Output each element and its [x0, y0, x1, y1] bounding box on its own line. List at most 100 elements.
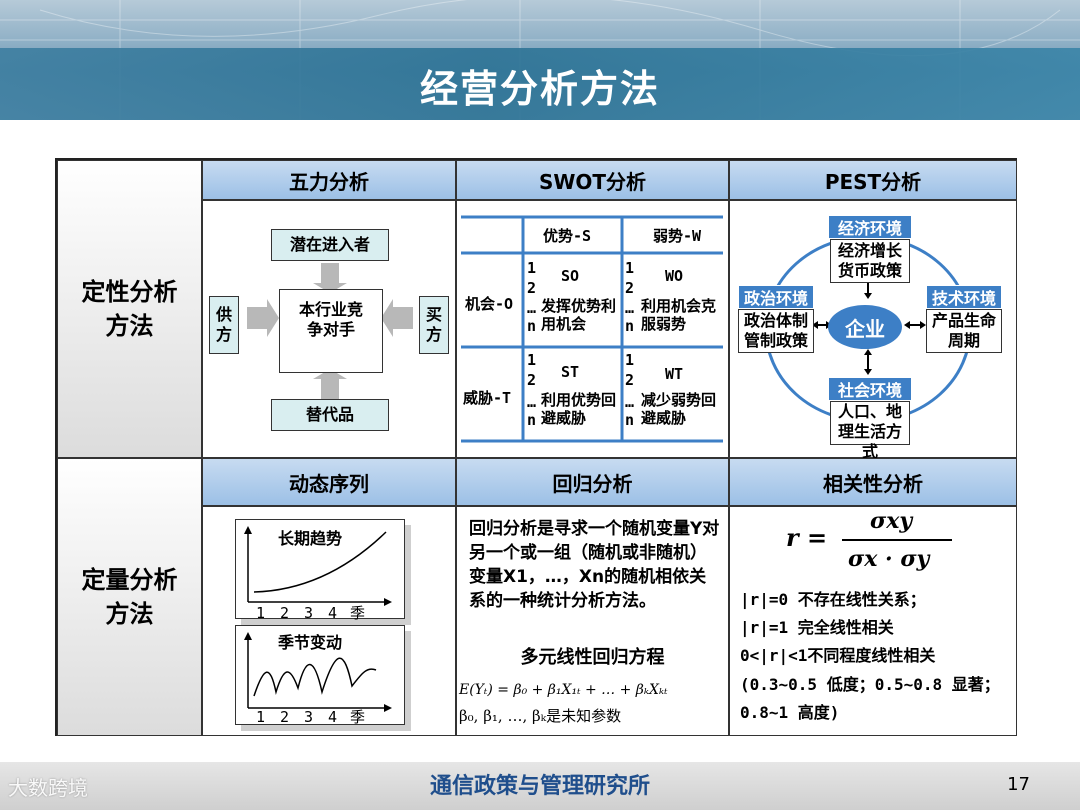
trend-tick-2: 2 — [280, 604, 290, 622]
st-dots: … — [527, 393, 537, 411]
so-title: SO — [561, 267, 580, 285]
pest-political-label: 政治环境 — [738, 285, 814, 309]
competitors-box: 本行业竞争对手 — [279, 289, 383, 373]
trend-title: 长期趋势 — [278, 529, 343, 548]
row-head-qualitative: 定性分析方法 — [57, 160, 202, 458]
footer-bar — [0, 762, 1080, 810]
correlation-line-2: |r|=1 完全线性相关 — [740, 618, 894, 637]
pest-social-label: 社会环境 — [828, 377, 912, 401]
col-head-pest: PEST分析 — [729, 160, 1017, 200]
correlation-denominator: σx · σy — [848, 546, 930, 572]
regression-equation-title: 多元线性回归方程 — [520, 647, 665, 668]
wt-index-n: n — [625, 411, 635, 429]
buyers-box: 买方 — [419, 296, 449, 354]
so-index-2: 2 — [527, 279, 537, 297]
trend-tick-4: 4 — [328, 604, 338, 622]
pest-social-box: 人口、地理生活方式 — [830, 401, 910, 461]
swot-opportunities: 机会-O — [465, 295, 514, 313]
footer-organization: 通信政策与管理研究所 — [429, 774, 650, 799]
methods-table: 定性分析方法 定量分析方法 五力分析 SWOT分析 PEST分析 潜在进入者 本… — [55, 158, 1017, 736]
st-title: ST — [561, 363, 580, 381]
col-head-regression: 回归分析 — [456, 458, 729, 506]
pest-social-text: 人口、地理生活方式 — [837, 402, 902, 461]
pest-diagram: 经济环境 经济增长货币政策 政治环境 政治体制管制政策 企业 技术环境 产品生命… — [729, 200, 1017, 461]
swot-threats: 威胁-T — [463, 389, 512, 407]
swot-weaknesses: 弱势-W — [653, 227, 702, 245]
col-head-correlation: 相关性分析 — [729, 458, 1017, 506]
row-head-quantitative-text: 定量分析方法 — [81, 566, 178, 628]
correlation-r: r = — [786, 523, 828, 552]
pest-political-text: 政治体制管制政策 — [743, 311, 808, 350]
five-forces-arrows — [247, 263, 413, 399]
seasonal-tick-4: 4 — [328, 708, 338, 726]
wo-index-2: 2 — [625, 279, 635, 297]
five-forces-diagram: 潜在进入者 本行业竞争对手 供方 买方 替代品 — [202, 200, 456, 458]
wo-index-n: n — [625, 317, 635, 335]
wt-dots: … — [625, 393, 635, 411]
col-head-five-forces: 五力分析 — [202, 160, 456, 200]
wo-index-1: 1 — [625, 259, 635, 277]
wt-index-2: 2 — [625, 371, 635, 389]
swot-grid — [461, 215, 723, 443]
wt-title: WT — [665, 365, 684, 383]
pest-political-box: 政治体制管制政策 — [738, 309, 814, 353]
seasonal-tick-3: 3 — [304, 708, 314, 726]
trend-tick-3: 3 — [304, 604, 314, 622]
trend-tick-season: 季 — [350, 604, 366, 622]
col-head-swot: SWOT分析 — [456, 160, 729, 200]
fraction-bar — [842, 539, 952, 541]
page-title: 经营分析方法 — [419, 67, 660, 111]
pest-economic-label: 经济环境 — [828, 215, 912, 239]
trend-chart-svg — [244, 526, 392, 606]
regression-equation: E(Yₜ) = β₀ + β₁X₁ₜ + … + βₖXₖₜ — [459, 682, 668, 698]
regression-cell: 回归分析是寻求一个随机变量Y对另一个或一组（随机或非随机）变量X1，…，Xn的随… — [456, 506, 729, 736]
regression-description: 回归分析是寻求一个随机变量Y对另一个或一组（随机或非随机）变量X1，…，Xn的随… — [469, 519, 720, 611]
suppliers-text: 供方 — [216, 305, 233, 344]
pest-tech-label: 技术环境 — [926, 285, 1002, 309]
pest-center-enterprise: 企业 — [828, 305, 902, 349]
correlation-cell: r = σxy σx · σy |r|=0 不存在线性关系； |r|=1 完全线… — [729, 506, 1017, 736]
st-index-2: 2 — [527, 371, 537, 389]
pest-tech-box: 产品生命周期 — [926, 309, 1002, 353]
correlation-numerator: σxy — [870, 508, 913, 534]
seasonal-chart-svg — [244, 632, 392, 712]
st-index-n: n — [527, 411, 537, 429]
regression-params: β₀, β₁, …, βₖ是未知参数 — [459, 707, 622, 725]
wt-text: 减少弱势回避威胁 — [641, 391, 717, 427]
seasonal-tick-season: 季 — [350, 708, 366, 726]
pest-tech-text: 产品生命周期 — [931, 311, 996, 350]
wo-dots: … — [625, 299, 635, 317]
suppliers-box: 供方 — [209, 296, 239, 354]
st-text: 利用优势回避威胁 — [541, 391, 617, 427]
pest-economic-box: 经济增长货币政策 — [830, 239, 910, 283]
trend-chart: 长期趋势 1 2 3 4 季 — [235, 519, 405, 622]
so-dots: … — [527, 299, 537, 317]
page-number: 17 — [1007, 774, 1030, 795]
wo-text: 利用机会克服弱势 — [641, 297, 717, 333]
seasonal-tick-2: 2 — [280, 708, 290, 726]
so-text: 发挥优势利用机会 — [541, 297, 617, 333]
pest-economic-text: 经济增长货币政策 — [837, 241, 902, 280]
buyers-text: 买方 — [426, 305, 443, 344]
dynamic-series-cell: 长期趋势 1 2 3 4 季 季节变动 1 2 3 4 季 — [202, 506, 456, 736]
swot-matrix: 优势-S 弱势-W 机会-O 威胁-T 1 2 … n SO 发挥优势利用机会 … — [456, 200, 729, 458]
st-index-1: 1 — [527, 351, 537, 369]
entrants-box: 潜在进入者 — [271, 229, 389, 261]
competitors-text: 本行业竞争对手 — [298, 300, 363, 339]
swot-strengths: 优势-S — [543, 227, 592, 245]
correlation-line-3: 0<|r|<1不同程度线性相关 — [740, 646, 936, 665]
seasonal-chart: 季节变动 1 2 3 4 季 — [235, 625, 405, 726]
title-bar — [0, 48, 1080, 120]
row-head-quantitative: 定量分析方法 — [57, 458, 202, 736]
so-index-n: n — [527, 317, 537, 335]
seasonal-title: 季节变动 — [278, 633, 343, 652]
so-index-1: 1 — [527, 259, 537, 277]
substitutes-box: 替代品 — [271, 399, 389, 431]
wt-index-1: 1 — [625, 351, 635, 369]
seasonal-tick-1: 1 — [256, 708, 266, 726]
col-head-dynamic: 动态序列 — [202, 458, 456, 506]
correlation-line-1: |r|=0 不存在线性关系； — [740, 590, 926, 609]
wo-title: WO — [665, 267, 684, 285]
trend-tick-1: 1 — [256, 604, 266, 622]
row-head-qualitative-text: 定性分析方法 — [81, 278, 178, 340]
